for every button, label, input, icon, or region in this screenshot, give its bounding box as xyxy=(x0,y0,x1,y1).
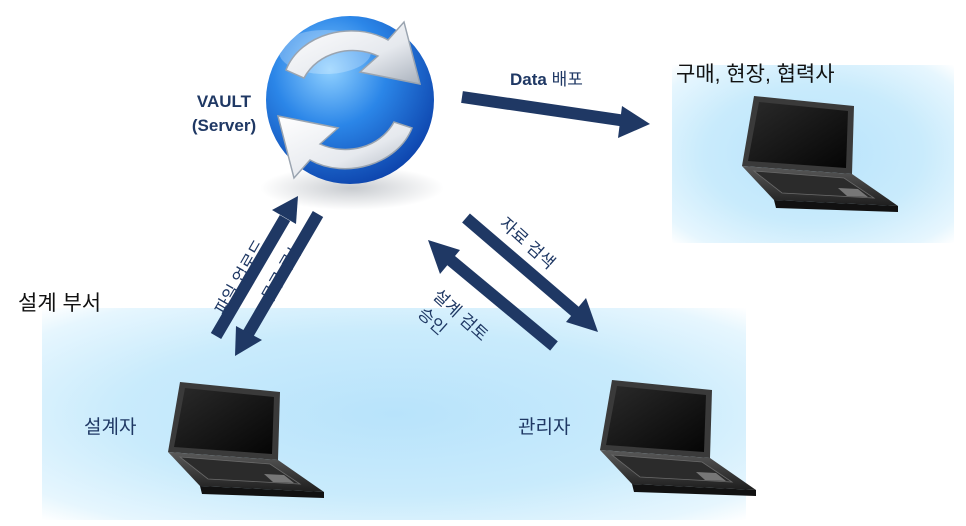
arrow-data-distribution xyxy=(461,91,650,138)
data-distribution-label: Data 배포 xyxy=(510,65,583,90)
vault-title-line1: VAULT xyxy=(196,92,252,111)
distribution-word: 배포 xyxy=(551,70,583,89)
designer-label: 설계자 xyxy=(84,417,137,438)
design-dept-label: 설계 부서 xyxy=(18,292,102,315)
laptop-icon xyxy=(741,95,899,213)
vault-title-line2: (Server) xyxy=(191,116,257,135)
field-group-label: 구매, 현장, 협력사 xyxy=(676,63,835,86)
laptop-icon xyxy=(599,379,757,497)
arrow-review-approval xyxy=(428,240,558,351)
sync-globe-icon xyxy=(260,16,444,210)
arrow-data-search xyxy=(462,213,598,332)
laptop-icon xyxy=(167,381,325,499)
vault-server-label: VAULT (Server) xyxy=(178,90,270,138)
arrow-file-edit xyxy=(235,210,324,356)
data-word: Data xyxy=(510,70,547,89)
arrow-file-upload xyxy=(210,196,298,340)
manager-label: 관리자 xyxy=(518,417,571,438)
